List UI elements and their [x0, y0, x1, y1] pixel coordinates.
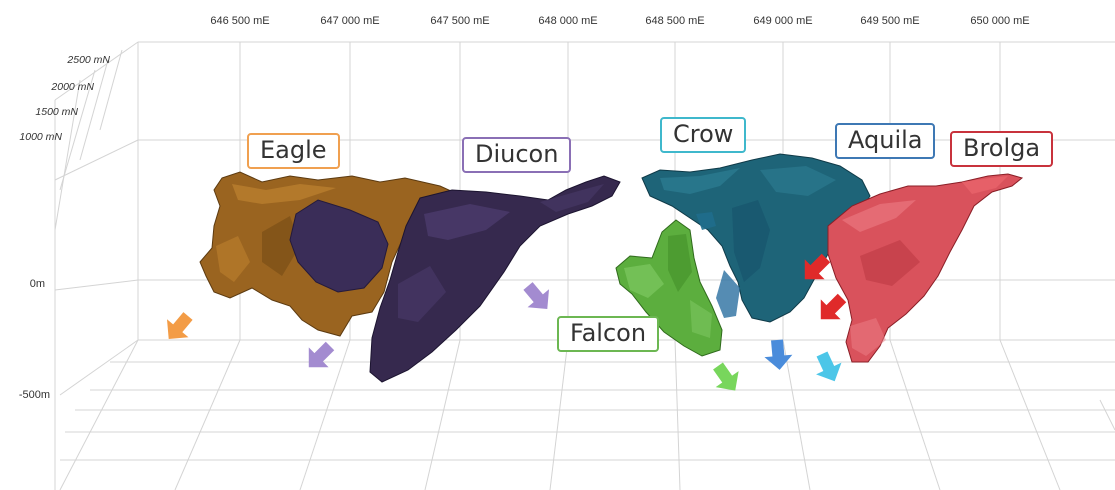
crow-aquila-orebody [641, 153, 871, 323]
northing-tick: 1500 mN [35, 106, 78, 118]
depth-tick: -500m [19, 389, 50, 401]
eagle-inner-lobe [289, 199, 389, 293]
northing-axis: 2500 mN 2000 mN 1500 mN 1000 mN [19, 54, 110, 143]
diucon-orebody [369, 175, 621, 383]
northing-tick: 2500 mN [66, 54, 110, 66]
brolga-arrow-upper [804, 253, 831, 280]
falcon-orebody [615, 219, 723, 357]
brolga-label: Brolga [950, 131, 1054, 167]
crow-label: Crow [660, 117, 747, 153]
northing-tick: 2000 mN [50, 81, 94, 93]
diucon-left-arrow [308, 341, 335, 368]
falcon-direction-arrow [713, 362, 739, 391]
brolga-direction-arrow [820, 293, 847, 320]
easting-tick: 650 000 mE [970, 15, 1029, 27]
aquila-label: Aquila [835, 123, 936, 159]
easting-axis: 646 500 mE 647 000 mE 647 500 mE 648 000… [210, 15, 1029, 27]
aquila-arrow [764, 339, 793, 370]
easting-tick: 648 500 mE [645, 15, 704, 27]
eagle-label: Eagle [247, 133, 340, 169]
crow-direction-arrow [816, 351, 842, 382]
crow-arrow [816, 351, 842, 382]
northing-tick: 1000 mN [19, 131, 62, 143]
easting-tick: 647 000 mE [320, 15, 379, 27]
easting-tick: 647 500 mE [430, 15, 489, 27]
easting-tick: 648 000 mE [538, 15, 597, 27]
brolga-arrow-lower [820, 293, 847, 320]
easting-tick: 646 500 mE [210, 15, 269, 27]
diucon-direction-arrow [308, 341, 335, 368]
eagle-arrow [166, 312, 193, 339]
eagle-direction-arrow [166, 312, 193, 339]
falcon-arrow [713, 362, 739, 391]
diucon-right-arrow [523, 282, 550, 309]
diucon-direction-arrow [523, 282, 550, 309]
aquila-direction-arrow [764, 339, 793, 370]
falcon-label: Falcon [557, 316, 660, 352]
brolga-direction-arrow [804, 253, 831, 280]
easting-tick: 649 500 mE [860, 15, 919, 27]
brolga-orebody [827, 173, 1024, 363]
depth-axis: 0m -500m [19, 278, 50, 401]
diucon-label: Diucon [462, 137, 572, 173]
depth-tick: 0m [30, 278, 45, 290]
easting-tick: 649 000 mE [753, 15, 812, 27]
